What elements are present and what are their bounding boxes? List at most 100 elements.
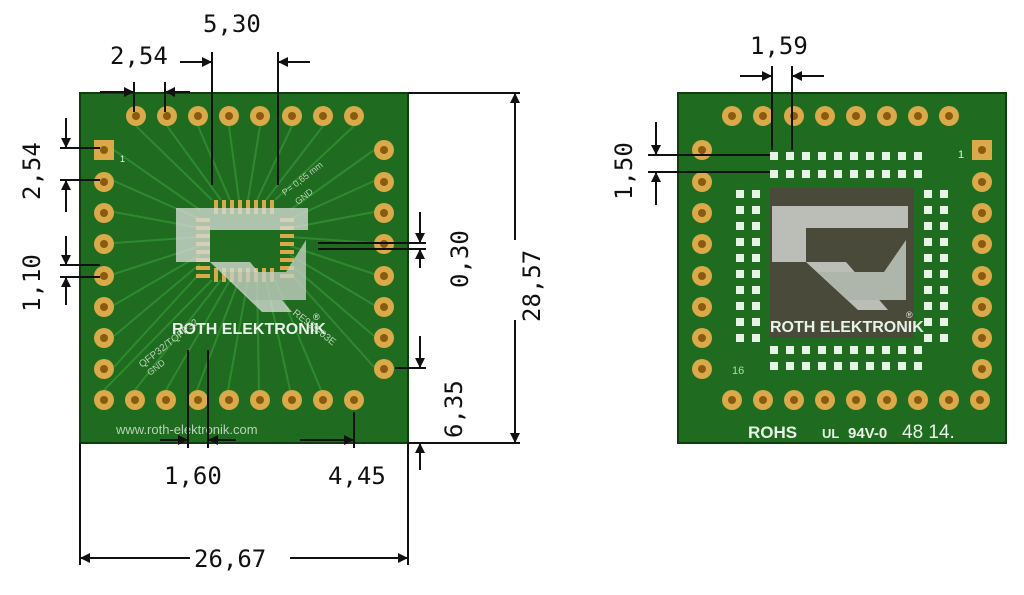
smd-pad	[882, 362, 890, 370]
smd-pad	[834, 346, 842, 354]
smd-pad	[940, 238, 948, 246]
smd-pad	[898, 362, 906, 370]
right-board-pads	[692, 106, 992, 410]
smd-pad	[802, 362, 810, 370]
smd-pad	[924, 206, 932, 214]
smd-pad	[752, 206, 760, 214]
right-board-rohs: ROHS	[748, 423, 797, 442]
smd-pad	[752, 222, 760, 230]
dim-label-bottom-left: 1,60	[164, 462, 222, 490]
smd-pad	[752, 334, 760, 342]
smd-pad	[736, 302, 744, 310]
smd-pad	[214, 200, 218, 214]
right-board: ROTH ELEKTRONIK ® 1 16 ROHS UL 94V-0 48 …	[677, 92, 1007, 444]
right-board-flammability: 94V-0	[848, 425, 887, 442]
smd-pad	[196, 266, 210, 270]
through-hole-pad	[908, 390, 928, 410]
smd-pad	[866, 152, 874, 160]
smd-pad	[238, 200, 242, 214]
through-hole-pad	[94, 140, 114, 160]
smd-pad	[834, 170, 842, 178]
smd-pad	[940, 270, 948, 278]
smd-pad	[818, 170, 826, 178]
smd-pad	[280, 250, 294, 254]
through-hole-pad	[692, 297, 712, 317]
through-hole-pad	[722, 106, 742, 126]
through-hole-pad	[784, 106, 804, 126]
right-board-pin-one: 1	[958, 149, 964, 161]
through-hole-pad	[94, 328, 114, 348]
right-dimension-arrows	[651, 71, 802, 182]
through-hole-pad	[126, 106, 146, 126]
smd-pad	[254, 200, 258, 214]
smd-pad	[924, 190, 932, 198]
smd-pad	[866, 346, 874, 354]
dim-label-pad-pitch: 1,59	[750, 32, 808, 60]
left-board-brand: ROTH ELEKTRONIK	[172, 321, 326, 338]
through-hole-pad	[972, 359, 992, 379]
through-hole-pad	[219, 106, 239, 126]
through-hole-pad	[692, 234, 712, 254]
right-board-brand: ROTH ELEKTRONIK	[770, 319, 924, 336]
through-hole-pad	[972, 266, 992, 286]
through-hole-pad	[188, 106, 208, 126]
smd-pad	[786, 170, 794, 178]
through-hole-pad	[815, 106, 835, 126]
smd-pad	[736, 254, 744, 262]
through-hole-pad	[374, 266, 394, 286]
right-board-pin-sixteen: 16	[732, 365, 744, 377]
smd-pad	[280, 258, 294, 262]
through-hole-pad	[313, 390, 333, 410]
smd-pad	[940, 318, 948, 326]
through-hole-pad	[877, 106, 897, 126]
through-hole-pad	[282, 106, 302, 126]
smd-pad	[802, 170, 810, 178]
through-hole-pad	[692, 359, 712, 379]
dim-label-pad-left: 1,10	[18, 254, 46, 312]
through-hole-pad	[94, 359, 114, 379]
through-hole-pad	[722, 390, 742, 410]
smd-pad	[802, 152, 810, 160]
smd-pad	[770, 346, 778, 354]
smd-pad	[736, 238, 744, 246]
dim-label-pitch-top: 2,54	[110, 42, 168, 70]
through-hole-pad	[374, 297, 394, 317]
right-board-date-code: 48 14.	[902, 422, 955, 443]
smd-pad	[802, 346, 810, 354]
smd-pad	[262, 200, 266, 214]
through-hole-pad	[970, 390, 990, 410]
smd-pad	[752, 238, 760, 246]
smd-pad	[914, 170, 922, 178]
smd-pad	[196, 274, 210, 278]
smd-pad	[866, 170, 874, 178]
through-hole-pad	[784, 390, 804, 410]
through-hole-pad	[374, 359, 394, 379]
smd-pad	[770, 170, 778, 178]
through-hole-pad	[972, 140, 992, 160]
right-board-logo-icon	[772, 206, 908, 310]
through-hole-pad	[219, 390, 239, 410]
smd-pad	[818, 152, 826, 160]
left-board-registered: ®	[313, 312, 320, 322]
smd-pad	[752, 254, 760, 262]
smd-pad	[940, 206, 948, 214]
smd-pad	[736, 334, 744, 342]
left-dimension-lines	[60, 52, 520, 565]
through-hole-pad	[344, 390, 364, 410]
smd-pad	[924, 334, 932, 342]
through-hole-pad	[313, 106, 333, 126]
through-hole-pad	[846, 390, 866, 410]
through-hole-pad	[753, 106, 773, 126]
smd-pad	[866, 362, 874, 370]
smd-pad	[898, 152, 906, 160]
smd-pad	[736, 222, 744, 230]
smd-pad	[924, 302, 932, 310]
smd-pad	[924, 254, 932, 262]
dim-label-pad-height: 1,50	[610, 142, 638, 200]
through-hole-pad	[939, 106, 959, 126]
smd-pad	[786, 152, 794, 160]
smd-pad	[270, 200, 274, 214]
smd-pad	[940, 254, 948, 262]
through-hole-pad	[939, 390, 959, 410]
